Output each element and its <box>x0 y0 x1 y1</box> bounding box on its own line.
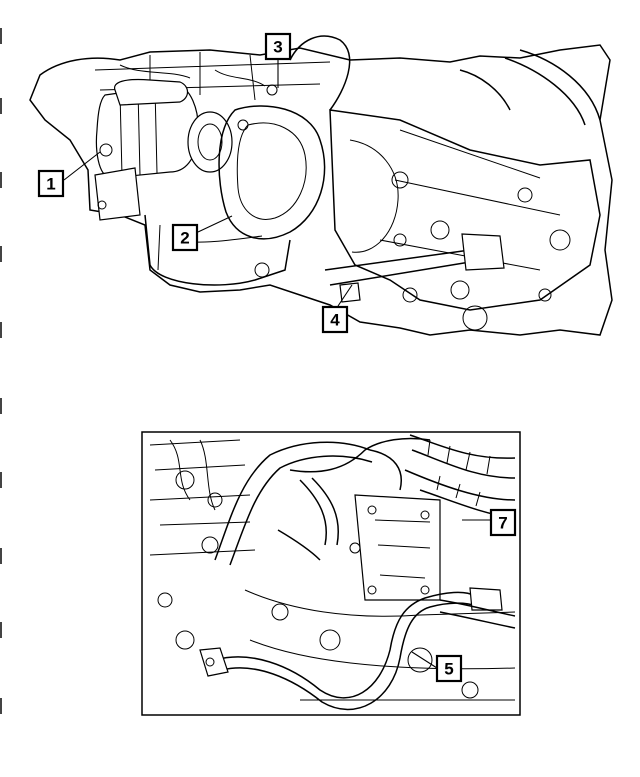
callout-5: 5 <box>435 654 463 683</box>
callout-3-label: 3 <box>273 38 282 57</box>
callout-4: 4 <box>321 305 349 334</box>
bottom-callout-leaders <box>411 519 490 669</box>
top-callout-leaders <box>63 58 353 307</box>
callout-7-label: 7 <box>498 514 507 533</box>
wiring-harness-illustration <box>141 431 521 716</box>
callout-5-label: 5 <box>444 660 453 679</box>
callout-1-label: 1 <box>46 175 55 194</box>
callout-2-label: 2 <box>180 229 189 248</box>
callout-7: 7 <box>489 508 517 537</box>
margin-ticks <box>0 28 2 714</box>
callout-3: 3 <box>264 32 292 61</box>
callout-1: 1 <box>37 169 65 198</box>
callout-4-label: 4 <box>330 311 340 330</box>
callout-2: 2 <box>171 223 199 252</box>
starter-motor-illustration <box>29 35 613 336</box>
